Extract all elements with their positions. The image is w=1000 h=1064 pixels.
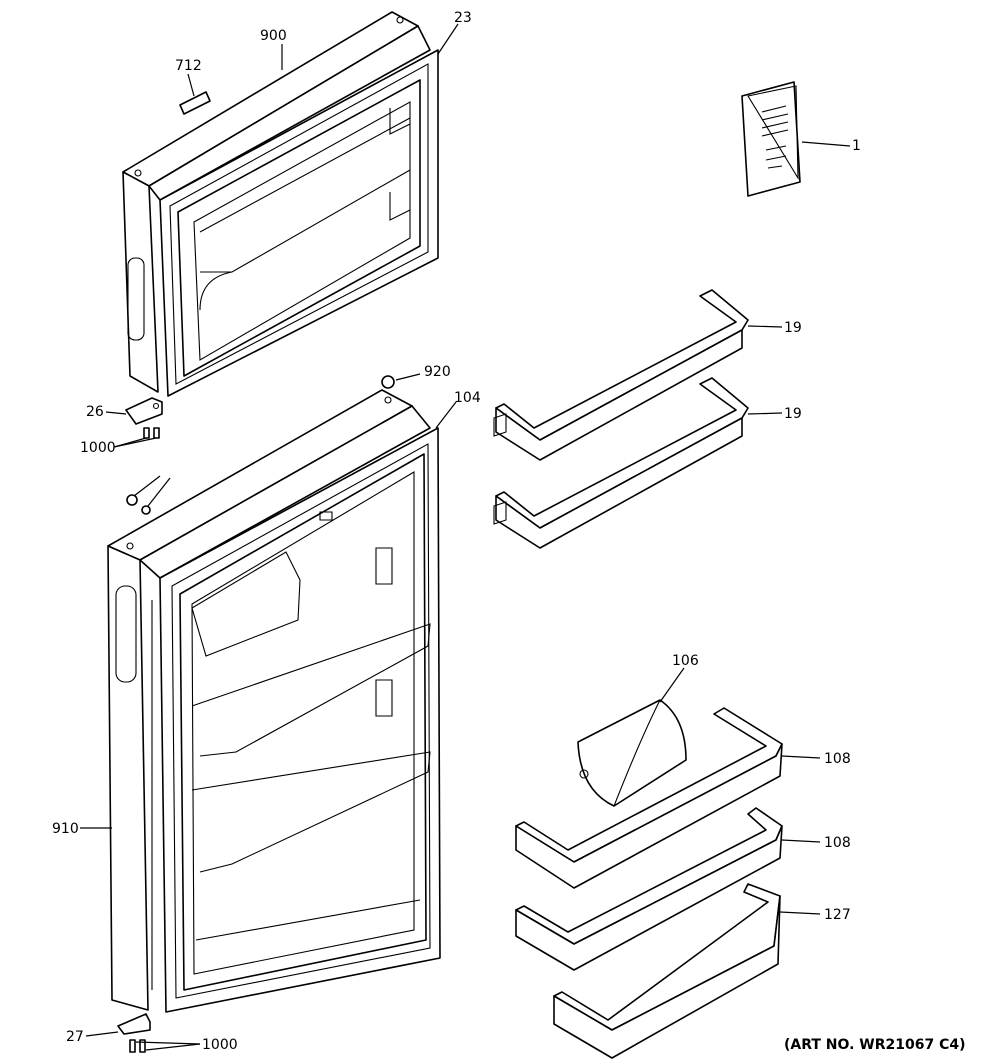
art-number: (ART NO. WR21067 C4) [784,1037,966,1053]
freezer-bin-19-lower [493,377,749,549]
freezer-door-liner [177,79,421,377]
callout-1000-bottom: 1000 [202,1037,238,1053]
callout-900: 900 [260,28,287,44]
hinge-27 [117,1013,151,1035]
screws-middle [126,494,151,515]
fresh-food-door-liner [179,453,431,991]
freezer-door-outer-900 [122,11,431,393]
leader-lines [80,23,851,1051]
door-bin-127 [553,883,781,1059]
callout-920: 920 [424,364,451,380]
callout-910: 910 [52,821,79,837]
callout-27: 27 [66,1029,84,1045]
fresh-food-door-outer-910 [107,389,431,1011]
callout-104: 104 [454,390,481,406]
callout-19-upper: 19 [784,320,802,336]
callout-23: 23 [454,10,472,26]
callout-108-lower: 108 [824,835,851,851]
callout-127: 127 [824,907,851,923]
hinge-26 [125,397,163,425]
callout-1: 1 [852,138,861,154]
callout-106: 106 [672,653,699,669]
door-bin-108-lower [515,807,783,971]
callout-1000-top: 1000 [80,440,116,456]
dairy-compartment-106 [577,699,687,807]
callout-108-upper: 108 [824,751,851,767]
screws-1000-bottom [129,1039,146,1053]
door-bin-108-upper [515,707,783,889]
callout-19-lower: 19 [784,406,802,422]
label-712 [179,91,211,115]
manual-1 [741,81,801,197]
freezer-bin-19-upper [493,289,749,461]
callout-26: 26 [86,404,104,420]
plug-920 [381,375,395,389]
screws-1000-top [143,427,160,439]
callout-712: 712 [175,58,202,74]
